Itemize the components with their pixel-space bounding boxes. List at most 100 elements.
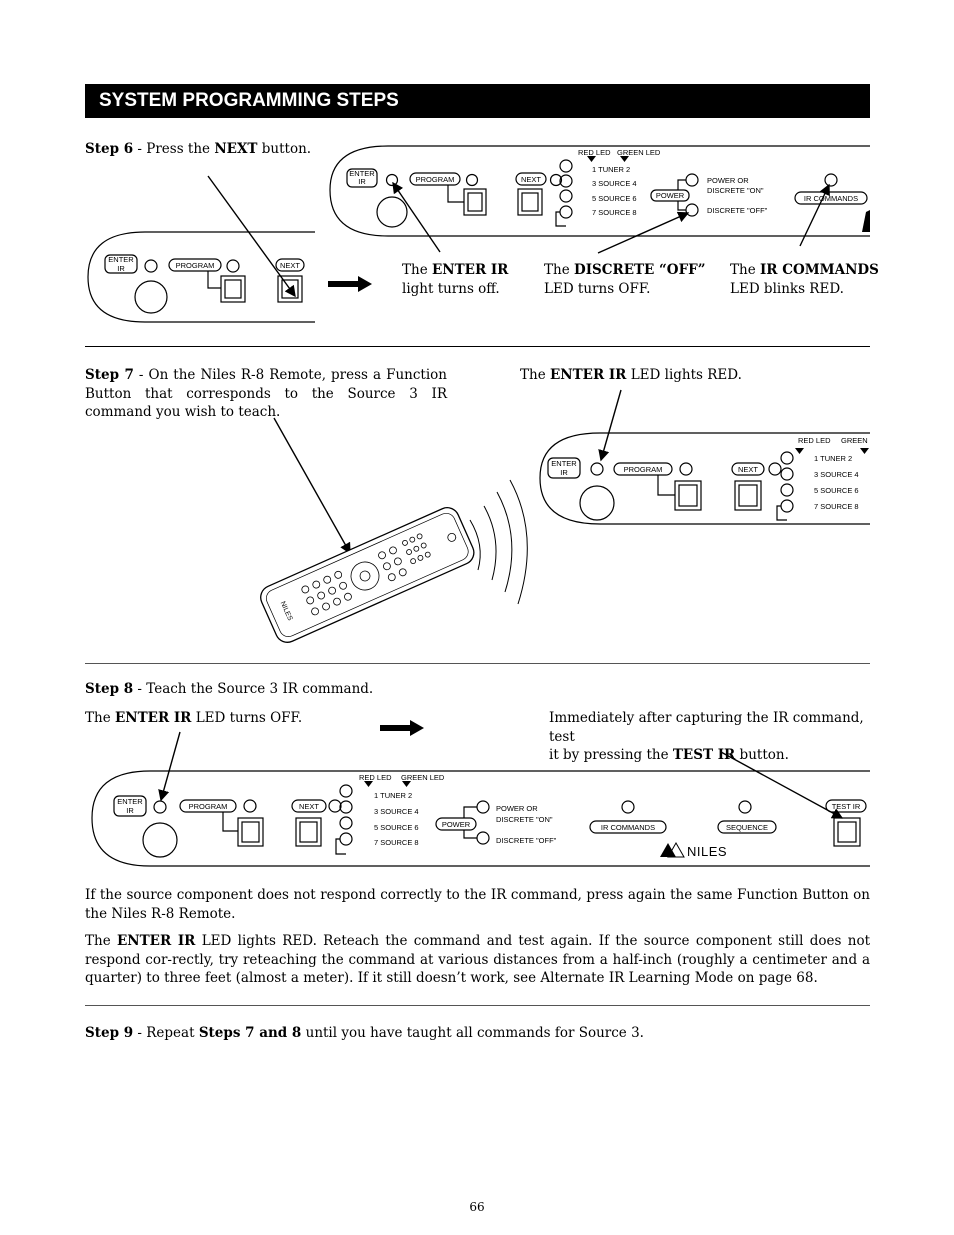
label-enter: ENTER bbox=[349, 169, 375, 178]
label-program: PROGRAM bbox=[624, 465, 663, 474]
callout-pre: The bbox=[730, 262, 760, 278]
step7-label: Step 7 bbox=[85, 367, 134, 383]
label-enter: ENTER bbox=[108, 255, 134, 264]
label-source-34: 3 SOURCE 4 bbox=[814, 470, 859, 479]
callout-line2: light turns off. bbox=[402, 280, 500, 297]
label-source-34: 3 SOURCE 4 bbox=[374, 807, 419, 816]
callout-bold: ENTER IR bbox=[431, 262, 509, 278]
step9-label: Step 9 bbox=[85, 1025, 134, 1041]
callout-enter-ir-turns-off: The ENTER IR LED turns OFF. bbox=[85, 709, 302, 728]
label-ir-commands: IR COMMANDS bbox=[601, 823, 655, 832]
panel-step8 bbox=[91, 770, 870, 867]
callout-pre: The bbox=[520, 367, 550, 383]
label-discrete-off: DISCRETE "OFF" bbox=[707, 206, 768, 215]
callout-pre: The bbox=[544, 262, 574, 278]
step9-instruction: Step 9 - Repeat Steps 7 and 8 until you … bbox=[85, 1024, 644, 1043]
label-sequence: SEQUENCE bbox=[726, 823, 768, 832]
callout-ir-commands: The IR COMMANDS LED blinks RED. bbox=[730, 261, 880, 298]
label-red-led: RED LED bbox=[578, 148, 611, 157]
label-next: NEXT bbox=[521, 175, 541, 184]
callout-discrete-off: The DISCRETE “OFF” LED turns OFF. bbox=[544, 261, 714, 298]
panel-step6-small bbox=[87, 231, 315, 323]
label-power-or: POWER OR bbox=[707, 176, 749, 185]
callout-post: LED turns OFF. bbox=[191, 710, 303, 726]
para2-pre: The bbox=[85, 933, 117, 949]
label-tuner: 1 TUNER 2 bbox=[592, 165, 630, 174]
label-enter: ENTER bbox=[551, 459, 577, 468]
step7-instruction: Step 7 - On the Niles R-8 Remote, press … bbox=[85, 366, 447, 422]
logo-text: NILES bbox=[687, 844, 727, 859]
label-discrete-off: DISCRETE "OFF" bbox=[496, 836, 557, 845]
label-source-56: 5 SOURCE 6 bbox=[592, 194, 637, 203]
label-source-56: 5 SOURCE 6 bbox=[814, 486, 859, 495]
label-power: POWER bbox=[656, 191, 685, 200]
label-red-led: RED LED bbox=[798, 436, 831, 445]
callout-bold: IR COMMANDS bbox=[759, 262, 879, 278]
label-next: NEXT bbox=[280, 261, 300, 270]
divider bbox=[85, 1005, 870, 1006]
callout-line2: LED blinks RED. bbox=[730, 280, 844, 297]
label-source-56: 5 SOURCE 6 bbox=[374, 823, 419, 832]
callout-post: button. bbox=[735, 747, 789, 763]
callout-line1: Immediately after capturing the IR comma… bbox=[549, 710, 864, 745]
step6-label: Step 6 bbox=[85, 141, 134, 157]
callout-test-ir: Immediately after capturing the IR comma… bbox=[549, 709, 879, 765]
callout-bold: TEST IR bbox=[672, 747, 736, 763]
callout-pre: The bbox=[85, 710, 115, 726]
step8-text: - Teach the Source 3 IR command. bbox=[133, 681, 374, 697]
label-ir: IR bbox=[560, 468, 568, 477]
panel-step7 bbox=[539, 432, 870, 525]
callout-enter-ir-off: The ENTER IR light turns off. bbox=[402, 261, 522, 298]
label-tuner: 1 TUNER 2 bbox=[374, 791, 412, 800]
paragraph-reteach: The ENTER IR LED lights RED. Reteach the… bbox=[85, 932, 870, 988]
right-arrow-icon bbox=[328, 276, 372, 292]
step9-text-b: until you have taught all commands for S… bbox=[301, 1025, 644, 1041]
label-tuner: 1 TUNER 2 bbox=[814, 454, 852, 463]
page-number: 66 bbox=[469, 1200, 485, 1214]
label-green-led: GREEN LED bbox=[617, 148, 661, 157]
step6-instruction: Step 6 - Press the NEXT button. bbox=[85, 140, 311, 159]
step9-text-a: - Repeat bbox=[133, 1025, 199, 1041]
divider bbox=[85, 346, 870, 347]
label-power: POWER bbox=[442, 820, 471, 829]
step6-text-b: button. bbox=[257, 141, 312, 157]
callout-post: LED lights RED. bbox=[626, 367, 742, 383]
callout-bold: ENTER IR bbox=[549, 367, 627, 383]
label-ir: IR bbox=[126, 806, 134, 815]
para1-text: If the source component does not respond… bbox=[85, 887, 870, 922]
label-enter: ENTER bbox=[117, 797, 143, 806]
step7-text: - On the Niles R-8 Remote, press a Funct… bbox=[85, 367, 447, 420]
label-ir: IR bbox=[358, 177, 366, 186]
callout-pre: it by pressing the bbox=[549, 747, 673, 763]
section-title-banner: SYSTEM PROGRAMMING STEPS bbox=[85, 84, 870, 118]
label-next: NEXT bbox=[738, 465, 758, 474]
step8-label: Step 8 bbox=[85, 681, 134, 697]
label-power-or: POWER OR bbox=[496, 804, 538, 813]
remote-control-icon: NILES bbox=[260, 507, 475, 643]
right-arrow-icon bbox=[380, 720, 424, 736]
divider bbox=[85, 663, 870, 664]
label-red-led: RED LED bbox=[359, 773, 392, 782]
niles-logo: NILES bbox=[660, 841, 727, 859]
callout-enter-ir-red: The ENTER IR LED lights RED. bbox=[520, 366, 742, 385]
label-green-led: GREEN LED bbox=[401, 773, 445, 782]
label-discrete-on: DISCRETE "ON" bbox=[707, 186, 764, 195]
label-source-34: 3 SOURCE 4 bbox=[592, 179, 637, 188]
step8-instruction: Step 8 - Teach the Source 3 IR command. bbox=[85, 680, 373, 699]
label-green: GREEN bbox=[841, 436, 868, 445]
label-test-ir: TEST IR bbox=[832, 802, 861, 811]
ir-wave-icon bbox=[469, 479, 528, 605]
step6-bold: NEXT bbox=[214, 141, 258, 157]
paragraph-retry: If the source component does not respond… bbox=[85, 886, 870, 923]
para2-bold: ENTER IR bbox=[116, 933, 196, 949]
label-source-78: 7 SOURCE 8 bbox=[814, 502, 859, 511]
panel-step6-large bbox=[329, 145, 870, 237]
label-discrete-on: DISCRETE "ON" bbox=[496, 815, 553, 824]
label-program: PROGRAM bbox=[416, 175, 455, 184]
label-ir: IR bbox=[117, 264, 125, 273]
panel-step6-large-labels: ENTER IR PROGRAM NEXT RED LED GREEN LED … bbox=[349, 148, 858, 217]
callout-line2: LED turns OFF. bbox=[544, 280, 651, 297]
callout-bold: ENTER IR bbox=[114, 710, 192, 726]
label-program: PROGRAM bbox=[189, 802, 228, 811]
